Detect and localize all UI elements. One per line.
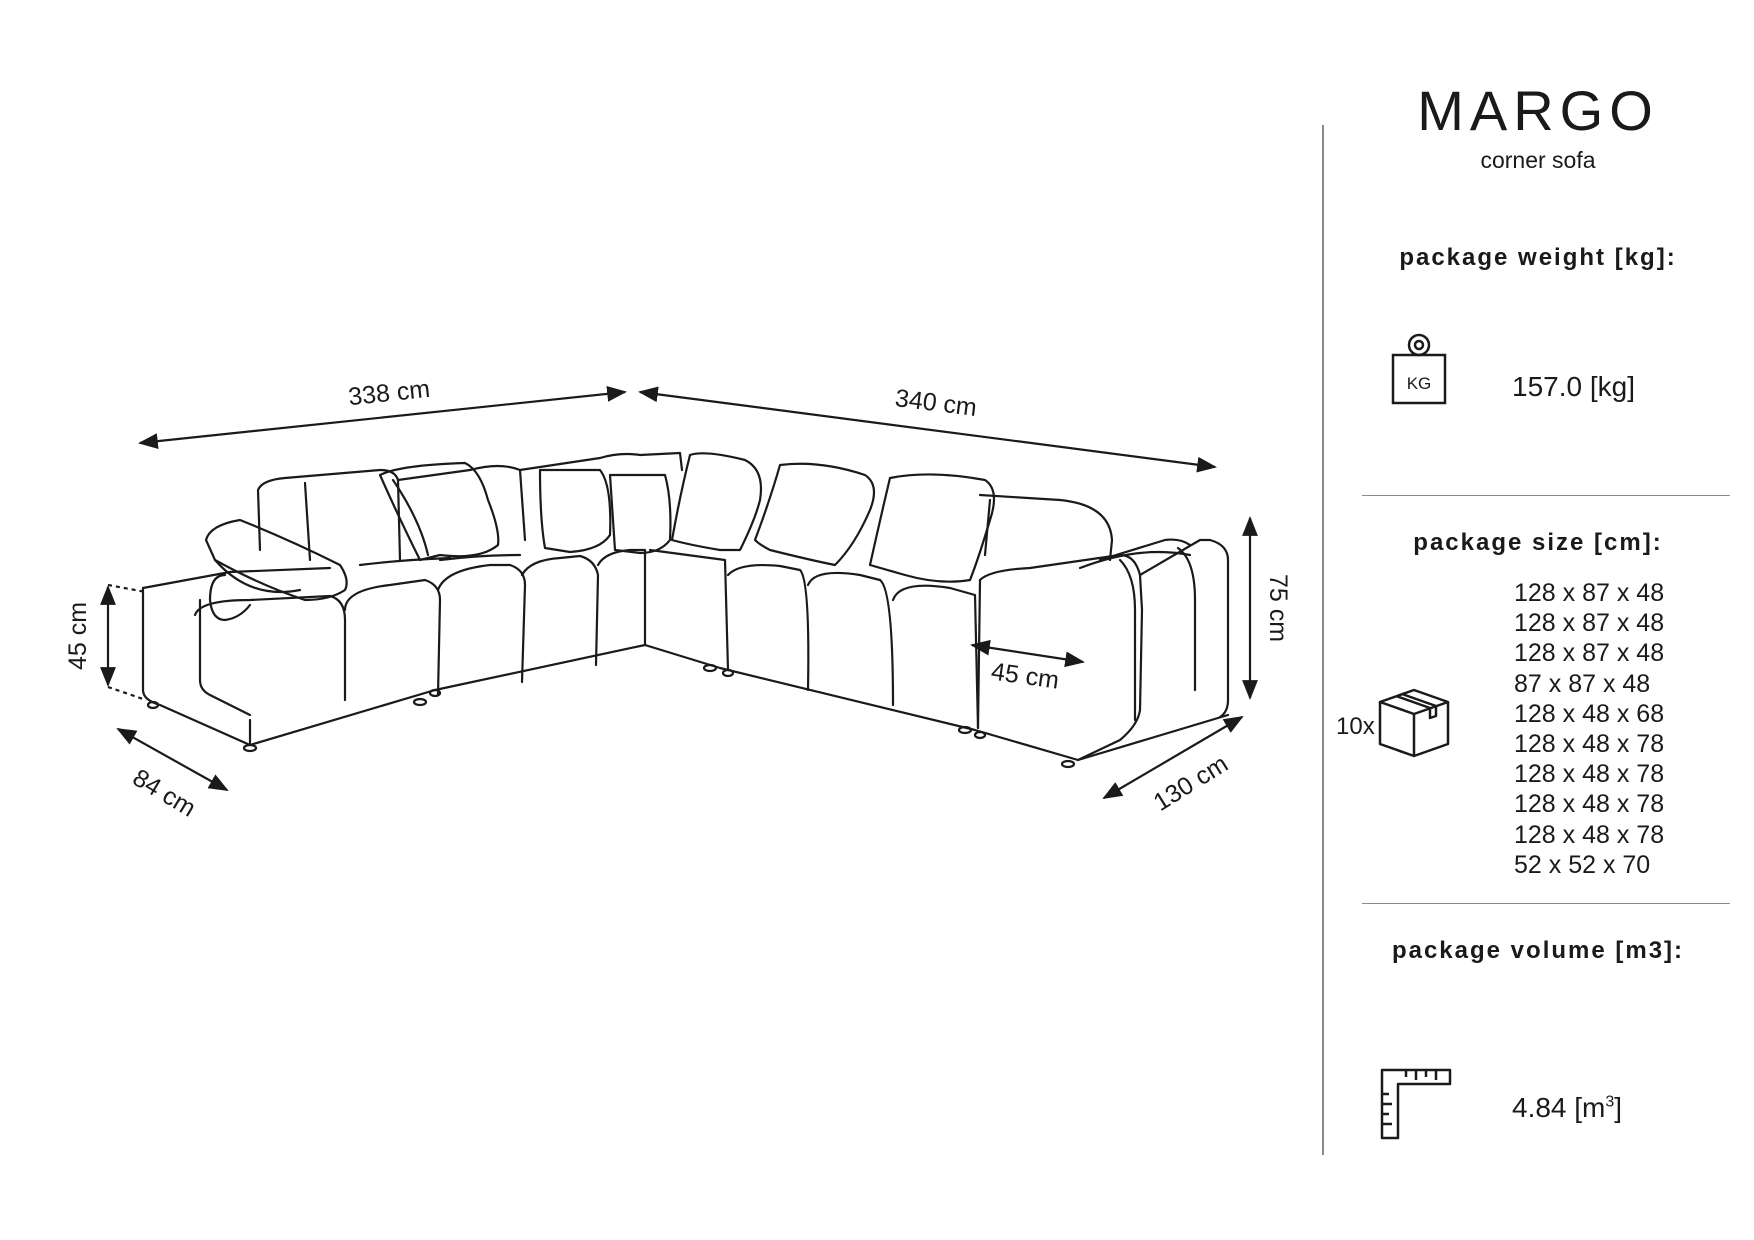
dim-line-340: [638, 386, 1217, 473]
section-divider: [1362, 903, 1730, 904]
volume-number: 4.84 [m: [1512, 1092, 1606, 1123]
volume-unit-superscript: 3: [1605, 1093, 1615, 1111]
weight-value: 157.0 [kg]: [1512, 371, 1635, 402]
dim-label-45-seat-height: 45 cm: [64, 602, 92, 670]
ruler-corner-icon: [1380, 1068, 1452, 1140]
dim-label-75: 75 cm: [1264, 574, 1292, 642]
dim-line-45-seat-depth: [970, 639, 1085, 668]
dimension-lines: [100, 385, 1258, 800]
product-name: MARGO: [1417, 79, 1659, 142]
package-size-item: 128 x 87 x 48: [1514, 579, 1665, 607]
weight-kg-icon: KG: [1391, 333, 1447, 405]
package-size-list: 128 x 87 x 48 128 x 87 x 48 128 x 87 x 4…: [1514, 578, 1664, 880]
dim-label-45-seat-depth: 45 cm: [989, 657, 1060, 694]
dim-line-130: [1102, 715, 1244, 800]
panel-divider: [1322, 125, 1324, 1155]
package-size-item: 128 x 48 x 78: [1514, 730, 1665, 759]
package-size-item: 87 x 87 x 48: [1514, 669, 1651, 698]
package-size-item: 128 x 87 x 48: [1514, 639, 1665, 668]
package-size-item: 128 x 48 x 78: [1514, 760, 1665, 789]
weight-heading: package weight [kg]:: [1399, 244, 1677, 271]
dim-label-130: 130 cm: [1149, 750, 1233, 817]
dim-line-338: [138, 385, 627, 450]
sofa-outline: [141, 451, 1230, 769]
size-heading: package size [cm]:: [1413, 529, 1663, 556]
dim-label-84: 84 cm: [128, 764, 201, 823]
product-type: corner sofa: [1480, 147, 1596, 173]
volume-heading: package volume [m3]:: [1391, 937, 1685, 964]
dim-line-84: [116, 728, 229, 791]
package-size-item: 128 x 48 x 78: [1514, 790, 1665, 819]
dim-label-340: 340 cm: [894, 384, 979, 422]
package-size-item: 52 x 52 x 70: [1514, 850, 1651, 879]
dim-label-338: 338 cm: [347, 375, 431, 411]
package-count: 10x: [1336, 713, 1375, 740]
section-divider: [1362, 495, 1730, 496]
box-icon: [1378, 688, 1450, 758]
package-size-item: 128 x 48 x 68: [1514, 699, 1665, 728]
package-size-item: 128 x 48 x 78: [1514, 820, 1665, 849]
volume-value: 4.84 [m3]: [1512, 1092, 1622, 1124]
package-size-item: 128 x 87 x 48: [1514, 609, 1665, 638]
volume-unit-close: ]: [1614, 1092, 1623, 1123]
weight-icon-label: KG: [1407, 374, 1432, 393]
